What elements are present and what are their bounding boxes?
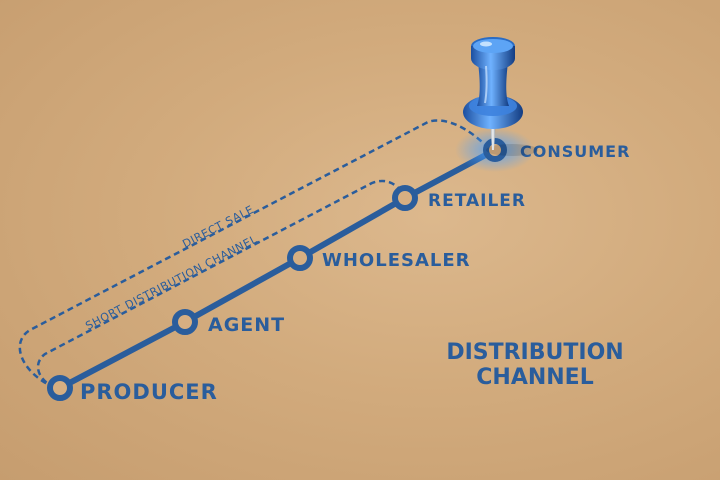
label-agent: AGENT <box>208 314 285 336</box>
direct-sale-path <box>18 119 491 390</box>
label-consumer: CONSUMER <box>520 142 630 161</box>
diagram-title-line2: CHANNEL <box>476 365 593 390</box>
node-producer <box>47 375 73 401</box>
node-retailer <box>392 185 418 211</box>
diagram-title-line1: DISTRIBUTION <box>446 340 623 365</box>
label-producer: PRODUCER <box>80 380 218 404</box>
pushpin-icon <box>463 37 538 156</box>
node-wholesaler <box>287 245 313 271</box>
label-wholesaler: WHOLESALER <box>322 250 471 271</box>
short-channel-path <box>36 179 407 390</box>
node-agent <box>172 309 198 335</box>
node-consumer <box>483 138 507 162</box>
label-retailer: RETAILER <box>428 191 526 211</box>
